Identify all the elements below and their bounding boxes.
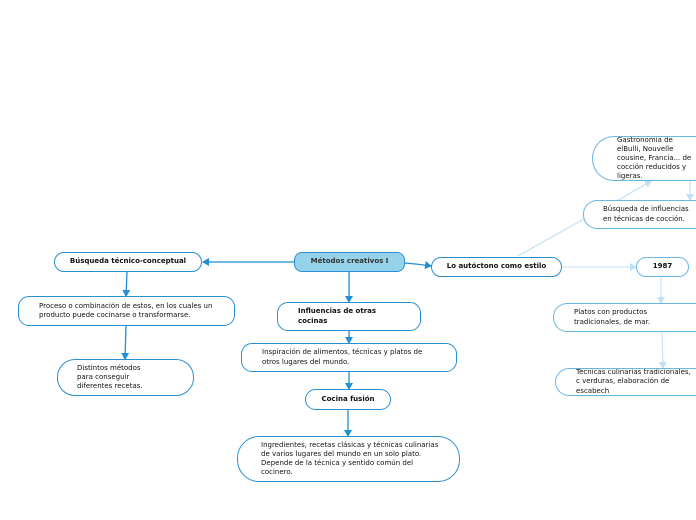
right-influences-text: Búsqueda de influencias en técnicas de c…	[603, 205, 689, 223]
left-branch-child: Distintos métodos para conseguir diferen…	[77, 363, 143, 391]
link-left-desc	[122, 271, 131, 297]
center-branch-title: Influencias de otras cocinas	[298, 307, 377, 325]
center-branch-title-node[interactable]: Influencias de otras cocinas	[277, 302, 421, 331]
right-branch-title-node[interactable]: Lo autóctono como estilo	[431, 257, 562, 277]
left-branch-child-node[interactable]: Distintos métodos para conseguir diferen…	[57, 359, 194, 396]
link-right-influences	[517, 218, 585, 257]
right-techniques-node[interactable]: Técnicas culinarias tradicionales, c ver…	[555, 368, 696, 396]
center-sub-title-node[interactable]: Cocina fusión	[305, 389, 391, 410]
right-dishes-text: Platos con productos tradicionales, de m…	[574, 308, 650, 326]
link-dishes-techniques	[658, 331, 667, 369]
left-branch-title-node[interactable]: Búsqueda técnico-conceptual	[54, 252, 202, 272]
right-year-label: 1987	[652, 262, 673, 271]
left-branch-desc-node[interactable]: Proceso o combinación de estos, en los c…	[18, 296, 235, 326]
root-node-label: Métodos creativos I	[310, 257, 389, 266]
right-techniques-text: Técnicas culinarias tradicionales, c ver…	[576, 368, 691, 395]
left-branch-title: Búsqueda técnico-conceptual	[69, 257, 187, 266]
right-influences-node[interactable]: Búsqueda de influencias en técnicas de c…	[583, 200, 696, 229]
link-root-right	[404, 261, 432, 270]
center-branch-desc-node[interactable]: Inspiración de alimentos, técnicas y pla…	[241, 343, 457, 372]
left-branch-desc: Proceso o combinación de estos, en los c…	[39, 301, 213, 319]
center-branch-desc: Inspiración de alimentos, técnicas y pla…	[262, 348, 423, 366]
right-top-text: Gastronomía de elBulli, Nouvelle cousine…	[617, 136, 692, 181]
right-top-node[interactable]: Gastronomía de elBulli, Nouvelle cousine…	[592, 136, 696, 181]
link-influences-top	[616, 180, 652, 202]
right-year-node[interactable]: 1987	[636, 257, 689, 277]
root-node[interactable]: Métodos creativos I	[294, 252, 405, 272]
link-left-child	[121, 324, 130, 360]
right-branch-title: Lo autóctono como estilo	[446, 262, 547, 271]
center-sub-desc-node[interactable]: Ingredientes, recetas clásicas y técnica…	[237, 436, 460, 482]
right-dishes-node[interactable]: Platos con productos tradicionales, de m…	[553, 303, 696, 332]
center-sub-desc: Ingredientes, recetas clásicas y técnica…	[261, 440, 439, 477]
center-sub-title: Cocina fusión	[321, 394, 375, 403]
